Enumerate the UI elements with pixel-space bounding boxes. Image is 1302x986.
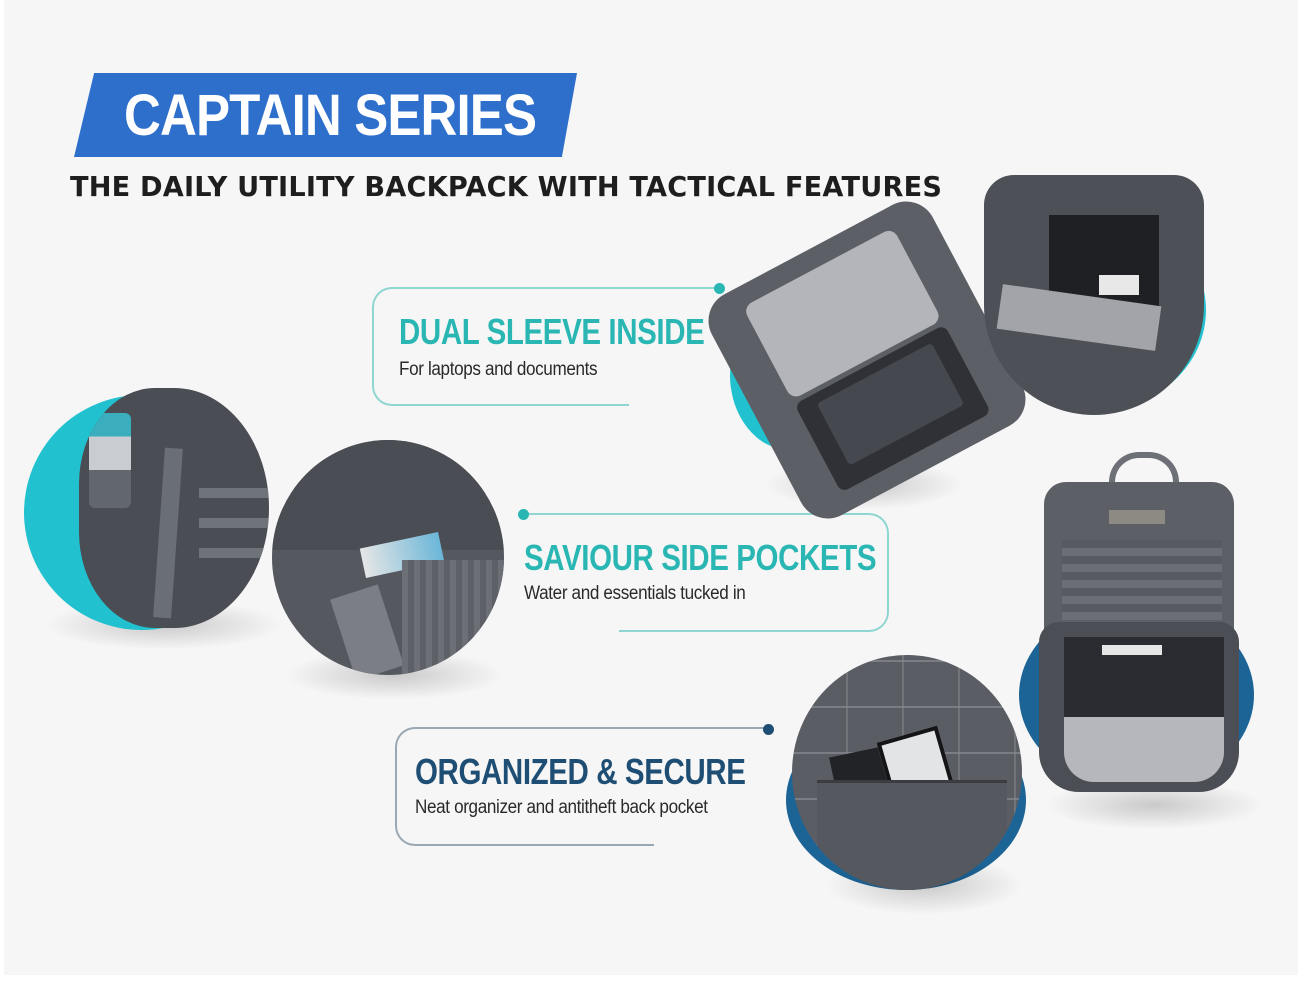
feature-card-side-pockets: SAVIOUR SIDE POCKETS Water and essential… [522,513,889,632]
product-infographic: CAPTAIN SERIES THE DAILY UTILITY BACKPAC… [4,0,1298,975]
feature-card-organized: ORGANIZED & SECURE Neat organizer and an… [395,727,767,846]
feature-title: ORGANIZED & SECURE [415,751,746,792]
back-pocket-photo [792,655,1022,890]
title-banner [74,73,577,157]
feature-description: Water and essentials tucked in [524,583,746,604]
organizer-backpack-image [1039,452,1244,802]
laptop-sleeve-photo [984,175,1204,415]
feature-description: For laptops and documents [399,359,598,380]
feature-title: SAVIOUR SIDE POCKETS [524,537,877,578]
feature-card-dual-sleeve: DUAL SLEEVE INSIDE For laptops and docum… [372,287,724,406]
feature-title: DUAL SLEEVE INSIDE [399,311,705,352]
connector-dot-icon [714,283,725,294]
banner-title: CAPTAIN SERIES [124,83,537,148]
feature-description: Neat organizer and antitheft back pocket [415,797,708,818]
essentials-pocket-photo [272,440,504,675]
water-bottle-pocket-photo [79,388,269,628]
page-subtitle: THE DAILY UTILITY BACKPACK WITH TACTICAL… [70,170,943,203]
connector-dot-icon [518,509,529,520]
connector-dot-icon [763,724,774,735]
